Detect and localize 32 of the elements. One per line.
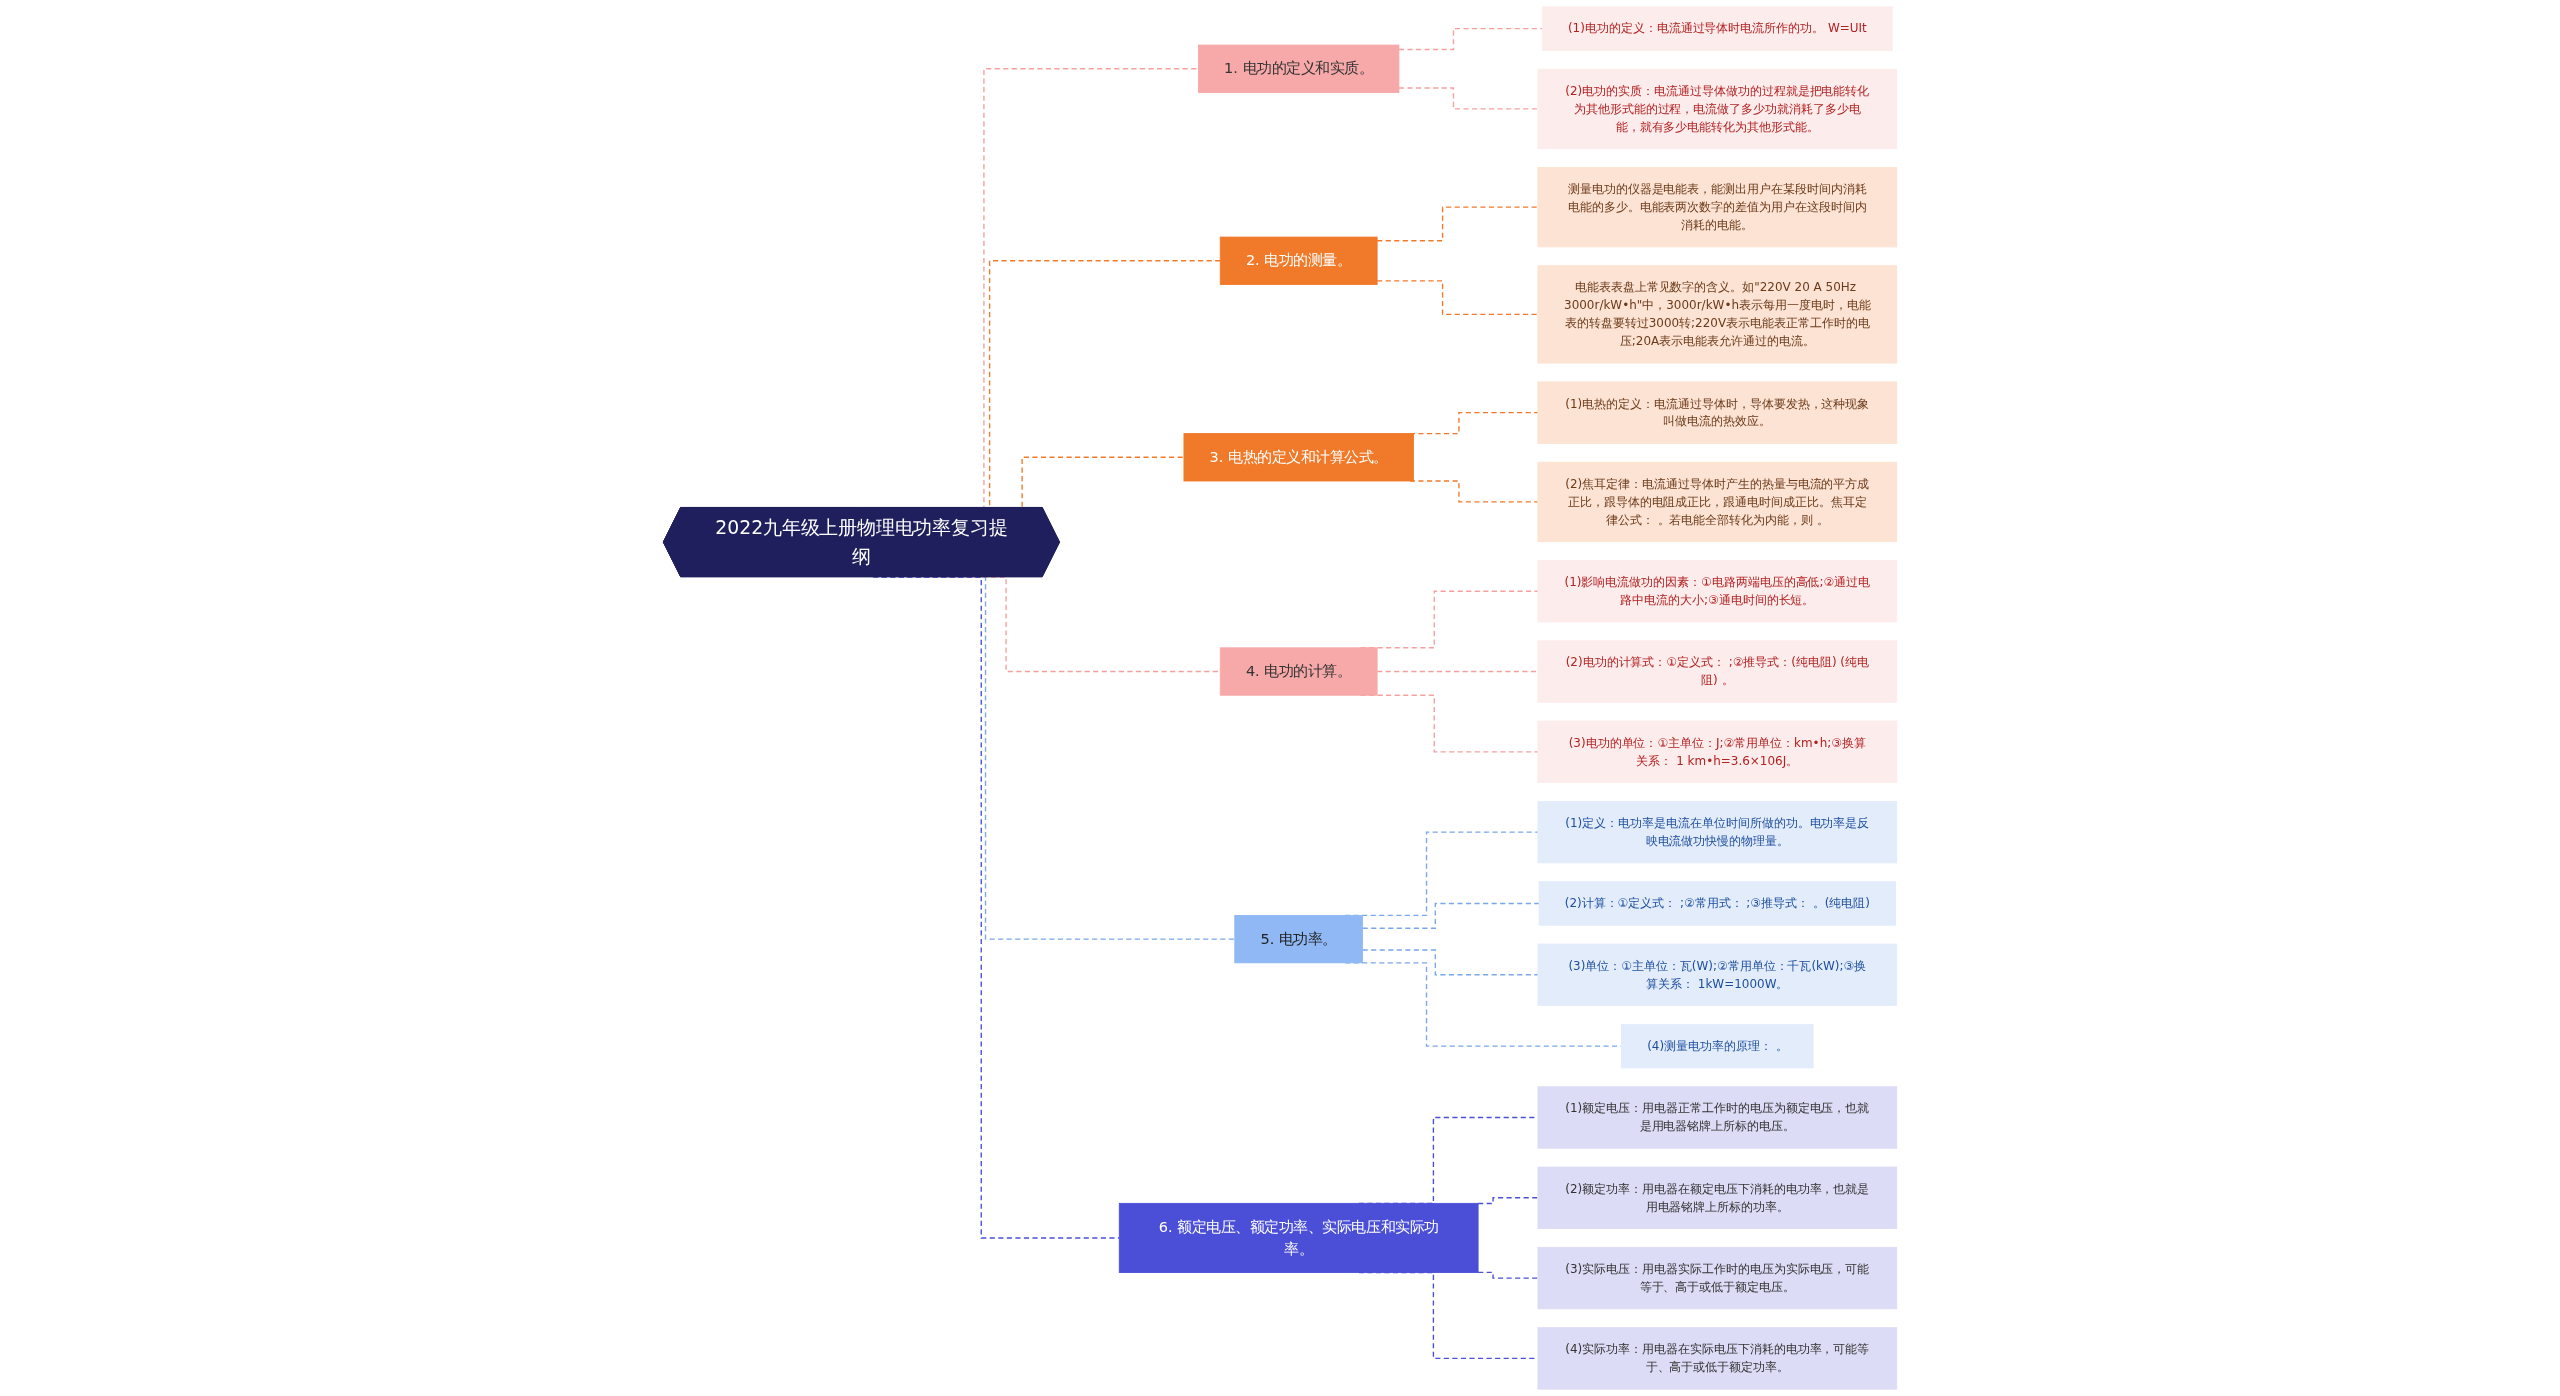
node-box: (4)实际功率：用电器在实际电压下消耗的电功率，可能等于、高于或低于额定功率。 (1537, 1327, 1898, 1390)
connector (1477, 1271, 1539, 1279)
node-box: 测量电功的仪器是电能表，能测出用户在某段时间内消耗电能的多少。电能表两次数字的差值为用户在这段时间内消耗的电能。 (1537, 167, 1898, 248)
node-box: (2)计算：①定义式： ;②常用式： ;③推导式： 。(纯电阻) (1538, 881, 1896, 926)
node-box: (2)额定功率：用电器在额定电压下消耗的电功率，也就是用电器铭牌上所标的功率。 (1537, 1166, 1898, 1229)
node-box: (1)电热的定义：电流通过导体时，导体要发热，这种现象叫做电流的热效应。 (1537, 381, 1898, 444)
node-box: 1. 电功的定义和实质。 (1198, 44, 1400, 93)
node-box: (1)额定电压：用电器正常工作时的电压为额定电压，也就是用电器铭牌上所标的电压。 (1537, 1086, 1898, 1149)
node-box: (2)电功的实质：电流通过导体做功的过程就是把电能转化为其他形式能的过程，电流做了多少功就消耗了多少电能，就有多少电能转化为其他形式能。 (1537, 68, 1898, 150)
connector (1376, 670, 1539, 673)
connector (1376, 280, 1539, 316)
node-box: 3. 电热的定义和计算公式。 (1183, 433, 1414, 482)
node-box: 2. 电功的测量。 (1219, 236, 1378, 285)
connector (1398, 87, 1539, 110)
node-box: 电能表表盘上常见数字的含义。如"220V 20 A 50Hz 3000r/kW•h"中，3000r/kW•h表示每用一度电时，电能表的转盘要转过3000转;220V表示电能表正常工作时的电压;20A表示电能表允许通过的电流。 (1537, 265, 1898, 364)
node-box: (3)实际电压：用电器实际工作时的电压为实际电压，可能等于、高于或低于额定电压。 (1537, 1246, 1898, 1310)
node-box: (2)电功的计算式：①定义式： ;②推导式：(纯电阻) (纯电阻) 。 (1537, 640, 1898, 703)
connector (1477, 1197, 1539, 1205)
connector (1398, 27, 1543, 51)
connector (1376, 206, 1539, 242)
node-box: (2)焦耳定律：电流通过导体时产生的热量与电流的平方成正比，跟导体的电阻成正比，跟通电时间成正比。焦耳定律公式： 。若电能全部转化为内能，则 。 (1537, 461, 1898, 543)
node-box: 6. 额定电压、额定功率、实际电压和实际功率。 (1118, 1202, 1479, 1273)
node-box: (3)单位：①主单位：瓦(W);②常用单位：千瓦(kW);③换算关系： 1kW=1000W。 (1537, 943, 1898, 1006)
node-box: (3)电功的单位：①主单位：J;②常用单位：km•h;③换算关系： 1 km•h=3.6×106J。 (1537, 720, 1898, 783)
node-box: (1)电功的定义：电流通过导体时电流所作的功。 W=UIt (1541, 6, 1893, 51)
connector (1361, 949, 1539, 976)
node-box: 4. 电功的计算。 (1219, 647, 1378, 696)
node-box: (1)定义：电功率是电流在单位时间所做的功。电功率是反映电流做功快慢的物理量。 (1537, 800, 1898, 864)
node-box: (1)影响电流做功的因素：①电路两端电压的高低;②通过电路中电流的大小;③通电时间的长短。 (1537, 560, 1898, 623)
node-box: 5. 电功率。 (1234, 915, 1364, 964)
node-box: (4)测量电功率的原理： 。 (1621, 1023, 1814, 1069)
connector (1361, 902, 1540, 929)
